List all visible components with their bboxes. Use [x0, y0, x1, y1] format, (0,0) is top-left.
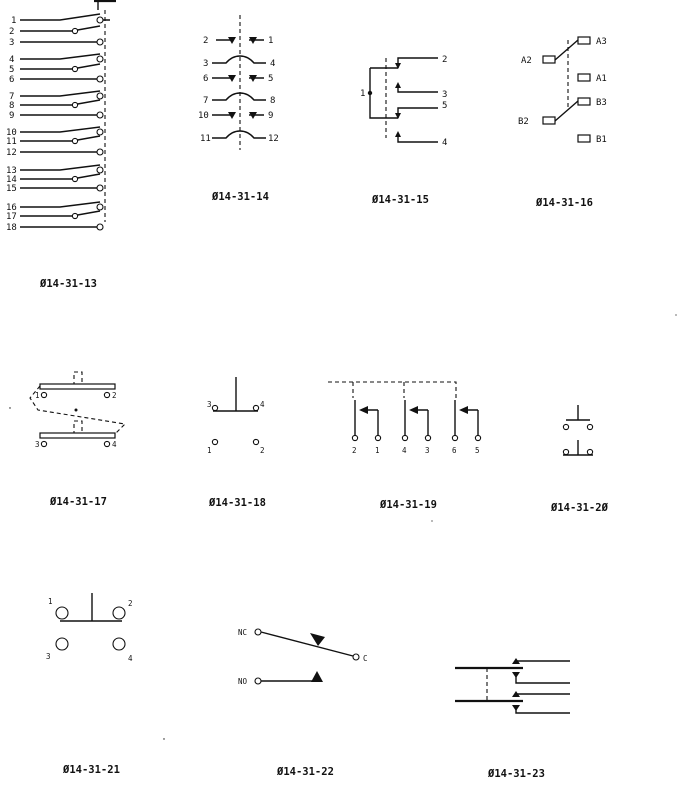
diagram-caption: Ø14-31-17: [49, 496, 107, 508]
label: NC: [238, 628, 247, 637]
diagram-caption: Ø14-31-22: [276, 766, 334, 778]
label: 3: [425, 446, 430, 455]
label: 18: [6, 223, 17, 233]
label: 3: [203, 59, 208, 69]
label: 3: [35, 440, 40, 449]
diagram-014-31-13: 1 2 3 4 5 6 7 8 9 10 11 12 13 14 15 16 1…: [6, 0, 116, 290]
label: 2: [260, 446, 265, 455]
label: 10: [198, 111, 209, 121]
label: 16: [6, 203, 17, 213]
diagram-caption: Ø14-31-2Ø: [550, 502, 609, 514]
label: 2: [9, 27, 14, 37]
diagram-caption: Ø14-31-18: [208, 497, 266, 509]
diagram-caption: Ø14-31-13: [39, 278, 97, 290]
label: 12: [6, 148, 17, 158]
diagram-014-31-19: 2 1 4 3 6 5 Ø14-31-19: [328, 381, 482, 511]
label: 4: [402, 446, 407, 455]
diagram-014-31-23: Ø14-31-23: [455, 658, 570, 780]
label: C: [363, 654, 368, 663]
label: B1: [596, 135, 607, 145]
label: 6: [452, 446, 457, 455]
diagram-caption: Ø14-31-23: [487, 768, 545, 780]
label: 4: [112, 440, 117, 449]
label: 1: [360, 89, 365, 99]
label: 2: [112, 391, 117, 400]
label: 2: [352, 446, 357, 455]
label: 5: [268, 74, 273, 84]
label: 3: [46, 652, 51, 661]
label: 1: [48, 597, 53, 606]
diagram-caption: Ø14-31-19: [379, 499, 437, 511]
label: 3: [442, 90, 447, 100]
label: 8: [9, 101, 14, 111]
label: 6: [9, 75, 14, 85]
label: 5: [442, 101, 447, 111]
diagram-014-31-20: Ø14-31-2Ø: [550, 405, 609, 514]
label: 11: [200, 134, 211, 144]
label: 13: [6, 166, 17, 176]
label: 8: [270, 96, 275, 106]
label: 1: [268, 36, 273, 46]
label: A2: [521, 56, 532, 66]
label: 9: [268, 111, 273, 121]
label: 4: [260, 400, 265, 409]
label: NO: [238, 677, 248, 686]
diagram-014-31-14: 2 1 3 4 6 5 7 8 10 9 11 12 Ø14-31-14: [198, 15, 279, 203]
label: A3: [596, 37, 607, 47]
label: 4: [128, 654, 133, 663]
diagram-caption: Ø14-31-21: [62, 764, 120, 776]
label: 7: [203, 96, 208, 106]
label: 7: [9, 92, 14, 102]
label: 1: [35, 391, 40, 400]
label: 15: [6, 184, 17, 194]
label: 12: [268, 134, 279, 144]
label: 5: [475, 446, 480, 455]
label: 3: [207, 400, 212, 409]
label: B2: [518, 117, 529, 127]
label: 1: [375, 446, 380, 455]
label: 2: [203, 36, 208, 46]
diagram-014-31-18: 3 4 1 2 Ø14-31-18: [207, 377, 266, 509]
label: 4: [9, 55, 14, 65]
label: A1: [596, 74, 607, 84]
diagram-014-31-16: A3 A2 A1 B3 B2 B1 Ø14-31-16: [518, 36, 607, 209]
label: 4: [442, 138, 447, 148]
label: 2: [128, 599, 133, 608]
label: 5: [9, 65, 14, 75]
label: 10: [6, 128, 17, 138]
label: 2: [442, 55, 447, 65]
diagram-014-31-15: 1 2 3 5 4 Ø14-31-15: [360, 55, 447, 206]
diagram-caption: Ø14-31-16: [535, 197, 593, 209]
label: 1: [207, 446, 212, 455]
label: 1: [11, 16, 16, 26]
diagram-014-31-17: 1 2 3 4 Ø14-31-17: [29, 371, 127, 508]
diagram-014-31-21: 1 2 3 4 Ø14-31-21: [46, 593, 133, 776]
label: 14: [6, 175, 17, 185]
label: 11: [6, 137, 17, 147]
diagram-caption: Ø14-31-14: [211, 191, 269, 203]
diagram-caption: Ø14-31-15: [371, 194, 429, 206]
label: 6: [203, 74, 208, 84]
scan-specks: [9, 314, 677, 740]
label: B3: [596, 98, 607, 108]
label: 9: [9, 111, 14, 121]
label: 4: [270, 59, 275, 69]
label: 17: [6, 212, 17, 222]
diagram-014-31-22: NC C NO Ø14-31-22: [238, 628, 368, 778]
label: 3: [9, 38, 14, 48]
